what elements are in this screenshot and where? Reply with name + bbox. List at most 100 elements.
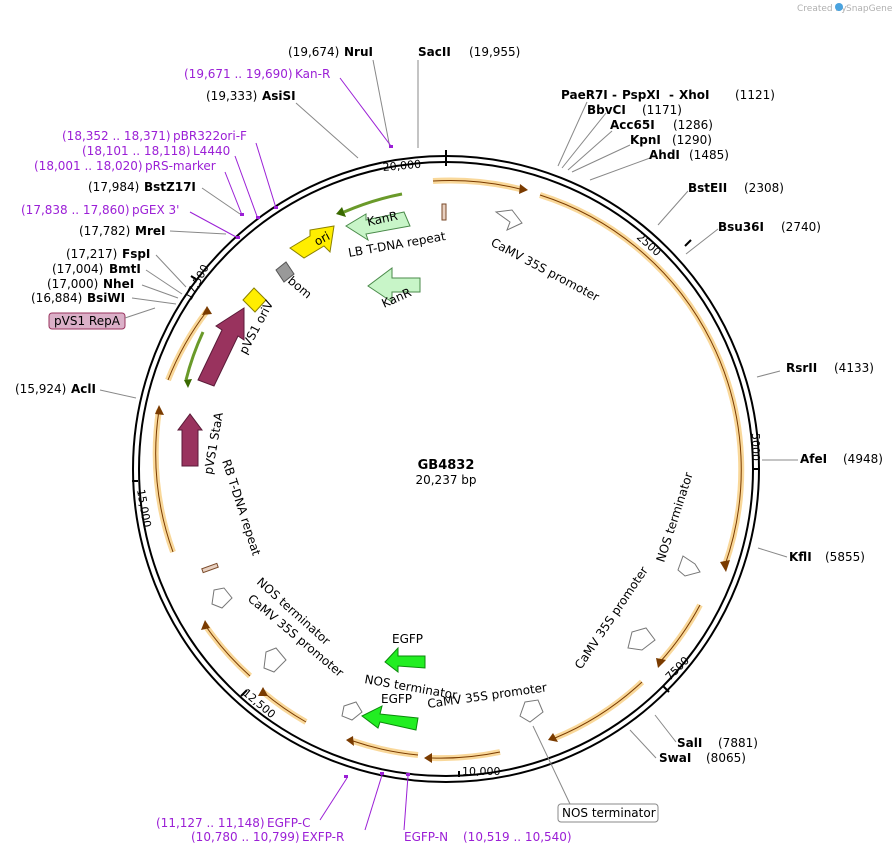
enzyme-pos: (19,333) [206, 89, 257, 103]
enzyme-sacii: SacII [418, 45, 451, 59]
repa-leader [124, 307, 156, 319]
enzyme-leaders [99, 59, 798, 759]
label-nos-right: NOS terminator [654, 470, 696, 563]
primer-range: (19,671 .. 19,690) [184, 67, 293, 81]
enzyme-pos: (17,782) [79, 224, 130, 238]
camv-right-arrow [627, 627, 656, 651]
enzyme-paer7i: PaeR7I [561, 88, 608, 102]
enzyme-kpni: KpnI [630, 133, 661, 147]
enzyme-kfli: KflI [789, 550, 812, 564]
enzyme-pos: (2740) [781, 220, 821, 234]
tick-marks [132, 150, 760, 777]
enzyme-dash: - [669, 88, 674, 102]
enzyme-rsrii: RsrII [786, 361, 817, 375]
enzyme-dash: - [612, 88, 617, 102]
enzyme-pos: (1286) [673, 118, 713, 132]
primer-pgex3: pGEX 3' [132, 203, 179, 217]
egfp-bottom-arrow [361, 705, 419, 731]
primer-kan-r: Kan-R [295, 67, 330, 81]
label-camv-top: CaMV 35S promoter [489, 235, 602, 304]
nos-box-leader [532, 725, 571, 805]
enzyme-fspi: FspI [122, 247, 150, 261]
pvs1-repa-arrow [197, 307, 245, 387]
enzyme-sali: SalI [677, 736, 702, 750]
camv-left-arrow [263, 647, 287, 673]
primer-exfp-r: EXFP-R [302, 830, 344, 844]
enzyme-pos: (1171) [642, 103, 682, 117]
enzyme-mrei: MreI [135, 224, 165, 238]
enzyme-ahdi: AhdI [649, 148, 680, 162]
map-size: 20,237 bp [415, 473, 476, 487]
enzyme-bsteii: BstEII [688, 181, 727, 195]
tick-5000: 5000 [749, 433, 762, 461]
enzyme-pos: (1290) [672, 133, 712, 147]
camv-top-arrow [494, 209, 523, 231]
enzyme-afei: AfeI [800, 452, 827, 466]
label-camv-right: CaMV 35S promoter [572, 564, 651, 672]
nos-right-arrow [677, 555, 701, 577]
nos-left-arrow [211, 587, 233, 609]
orf-arrowheads [155, 184, 730, 763]
enzyme-xhoi: XhoI [679, 88, 710, 102]
label-ori: ori [312, 229, 332, 249]
primer-range: (17,838 .. 17,860) [21, 203, 130, 217]
primer-prs-marker: pRS-marker [145, 159, 216, 173]
enzyme-pos: (8065) [706, 751, 746, 765]
snapgene-logo-icon [835, 3, 843, 11]
enzyme-pos: (4133) [834, 361, 874, 375]
ori-arrow [289, 225, 335, 259]
enzyme-pos: (4948) [843, 452, 883, 466]
enzyme-bbvci: BbvCI [587, 103, 626, 117]
enzyme-pos: (17,000) [47, 277, 98, 291]
watermark-prefix: Created by [797, 4, 847, 14]
label-rb-repeat: RB T-DNA repeat [219, 458, 263, 558]
primer-range: (10,519 .. 10,540) [463, 830, 572, 844]
nos-mid-arrow [341, 701, 363, 721]
label-egfp-bottom: EGFP [381, 692, 412, 706]
rb-repeat-marker [201, 562, 219, 574]
egfp-top-arrow [384, 646, 426, 674]
label-egfp-top: EGFP [392, 632, 423, 646]
enzyme-pos: (1121) [735, 88, 775, 102]
enzyme-pos: (17,984) [88, 180, 139, 194]
label-bom: bom [285, 274, 314, 302]
primer-l4440: L4440 [193, 144, 230, 158]
enzyme-acc65i: Acc65I [610, 118, 655, 132]
enzyme-acli: AclI [71, 382, 96, 396]
tick-20000: 20,000 [382, 158, 421, 174]
enzyme-pos: (17,004) [52, 262, 103, 276]
tick-10000: 10,000 [462, 765, 501, 778]
watermark-brand: SnapGene [846, 4, 893, 14]
lb-repeat-marker [441, 203, 447, 221]
primer-leaders [189, 77, 409, 831]
pvs1-staa-arrow [177, 413, 203, 467]
enzyme-pos: (19,955) [469, 45, 520, 59]
primer-range: (18,001 .. 18,020) [34, 159, 143, 173]
enzyme-bmti: BmtI [109, 262, 141, 276]
kanr-top-arrow [345, 211, 411, 242]
primer-range: (18,101 .. 18,118) [82, 144, 191, 158]
tick-12500: 12,500 [240, 686, 278, 721]
enzyme-pspxi: PspXI [622, 88, 660, 102]
bom-marker [275, 261, 295, 283]
label-pvs1-repa: pVS1 RepA [54, 314, 121, 328]
primer-egfp-c: EGFP-C [267, 816, 310, 830]
label-kanr-top: KanR [366, 209, 399, 229]
primer-range: (11,127 .. 11,148) [156, 816, 265, 830]
primer-range: (18,352 .. 18,371) [62, 129, 171, 143]
pvs1-repa-box [48, 312, 126, 330]
enzyme-bsu36i: Bsu36I [718, 220, 764, 234]
primer-egfp-n: EGFP-N [404, 830, 448, 844]
label-nos-box: NOS terminator [562, 806, 656, 820]
kanr-mid-arrow [367, 267, 421, 303]
nos-term-box [557, 803, 659, 823]
enzyme-pos: (15,924) [15, 382, 66, 396]
enzyme-bstz17i: BstZ17I [144, 180, 196, 194]
map-name: GB4832 [418, 458, 475, 473]
enzyme-pos: (7881) [718, 736, 758, 750]
enzyme-pos: (17,217) [66, 247, 117, 261]
primer-pbr322ori-f: pBR322ori-F [173, 129, 247, 143]
tick-17500: 17,500 [182, 262, 212, 302]
camv-bottom-arrow [519, 699, 544, 723]
primer-range: (10,780 .. 10,799) [191, 830, 300, 844]
